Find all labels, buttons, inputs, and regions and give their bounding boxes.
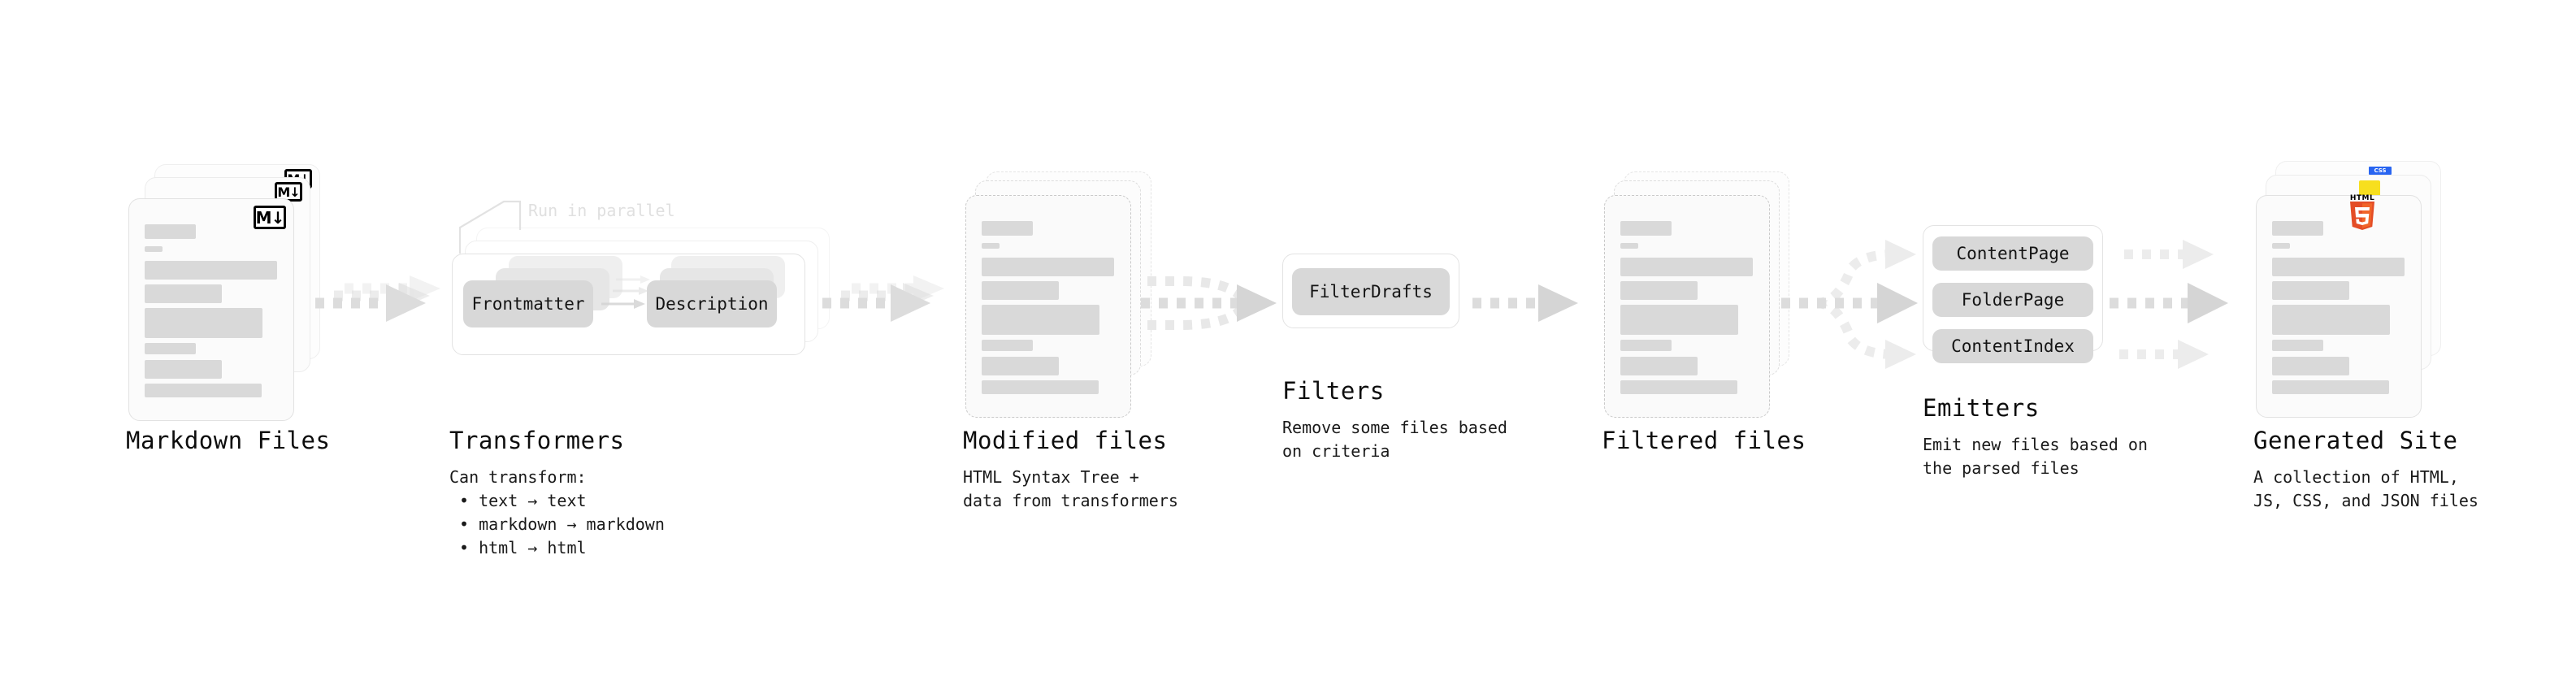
doc-bar — [145, 224, 196, 239]
html5-badge: HTML — [2348, 194, 2376, 230]
doc-bar — [982, 357, 1059, 375]
doc-bar — [1620, 357, 1698, 375]
doc-bar — [1620, 281, 1698, 300]
markdown-badge-front: M↓ — [254, 206, 286, 229]
doc-bar — [1620, 340, 1672, 351]
doc-bar — [2272, 305, 2390, 335]
doc-bar — [982, 258, 1114, 276]
transformer-node-frontmatter[interactable]: Frontmatter — [463, 280, 593, 327]
doc-bar — [982, 380, 1099, 394]
filter-node-filterdrafts[interactable]: FilterDrafts — [1292, 268, 1450, 315]
doc-bar — [982, 281, 1059, 300]
emitter-node-contentpage[interactable]: ContentPage — [1932, 236, 2093, 271]
transformers-bullet-1: • markdown → markdown — [459, 514, 665, 534]
doc-bar — [145, 343, 196, 354]
doc-bar — [982, 340, 1033, 351]
doc-bar — [2272, 258, 2405, 276]
generated-site-card-front — [2256, 195, 2422, 418]
stage-title-filters: Filters — [1282, 377, 1385, 405]
doc-bar — [1620, 221, 1672, 236]
transformer-node-description[interactable]: Description — [647, 280, 777, 327]
filters-subtitle: Remove some files based on criteria — [1282, 418, 1507, 461]
generated-site-subtitle: A collection of HTML, JS, CSS, and JSON … — [2253, 467, 2478, 510]
doc-bar — [982, 243, 1000, 249]
doc-bar — [2272, 340, 2323, 351]
arrow-filters-to-filtered — [1472, 284, 1578, 322]
doc-bar — [1620, 243, 1638, 249]
doc-bar — [145, 384, 262, 397]
markdown-file-card-front — [128, 198, 294, 421]
emitter-node-folderpage[interactable]: FolderPage — [1932, 283, 2093, 317]
transformers-bullet-0: • text → text — [459, 491, 587, 510]
html5-badge-label: HTML — [2349, 194, 2375, 202]
doc-bar — [145, 246, 163, 252]
stage-title-filtered-files: Filtered files — [1602, 427, 1806, 454]
doc-bar — [145, 360, 222, 379]
doc-bar — [982, 305, 1099, 335]
doc-bar — [2272, 243, 2290, 249]
arrow-emitters-to-generated — [2110, 240, 2228, 369]
doc-bar — [1620, 305, 1738, 335]
stage-title-modified-files: Modified files — [963, 427, 1168, 454]
doc-bar — [2272, 357, 2349, 375]
doc-bar — [982, 221, 1033, 236]
arrow-transformers-to-modified — [822, 275, 944, 322]
arrow-markdown-to-transformers — [315, 275, 440, 322]
doc-bar — [145, 308, 262, 338]
doc-bar — [2272, 221, 2323, 236]
filtered-file-card-front — [1604, 195, 1770, 418]
doc-bar — [145, 284, 222, 303]
doc-bar — [2272, 380, 2389, 394]
stage-title-markdown-files: Markdown Files — [126, 427, 331, 454]
modified-files-subtitle: HTML Syntax Tree + data from transformer… — [963, 467, 1178, 510]
run-in-parallel-label: Run in parallel — [528, 201, 675, 220]
transformers-bullet-2: • html → html — [459, 538, 587, 557]
stage-title-emitters: Emitters — [1923, 394, 2040, 422]
arrow-filtered-to-emitters — [1781, 240, 1918, 369]
doc-bar — [1620, 258, 1753, 276]
doc-bar — [1620, 380, 1737, 394]
transformers-subtitle: Can transform: — [449, 467, 587, 487]
doc-bar — [2272, 281, 2349, 300]
modified-file-card-front — [965, 195, 1131, 418]
arrow-modified-to-filters — [1141, 276, 1277, 330]
emitters-subtitle: Emit new files based on the parsed files — [1923, 435, 2148, 478]
emitter-node-contentindex[interactable]: ContentIndex — [1932, 329, 2093, 363]
stage-title-generated-site: Generated Site — [2253, 427, 2458, 454]
stage-title-transformers: Transformers — [449, 427, 625, 454]
doc-bar — [145, 261, 277, 280]
css3-badge: CSS — [2369, 167, 2392, 178]
